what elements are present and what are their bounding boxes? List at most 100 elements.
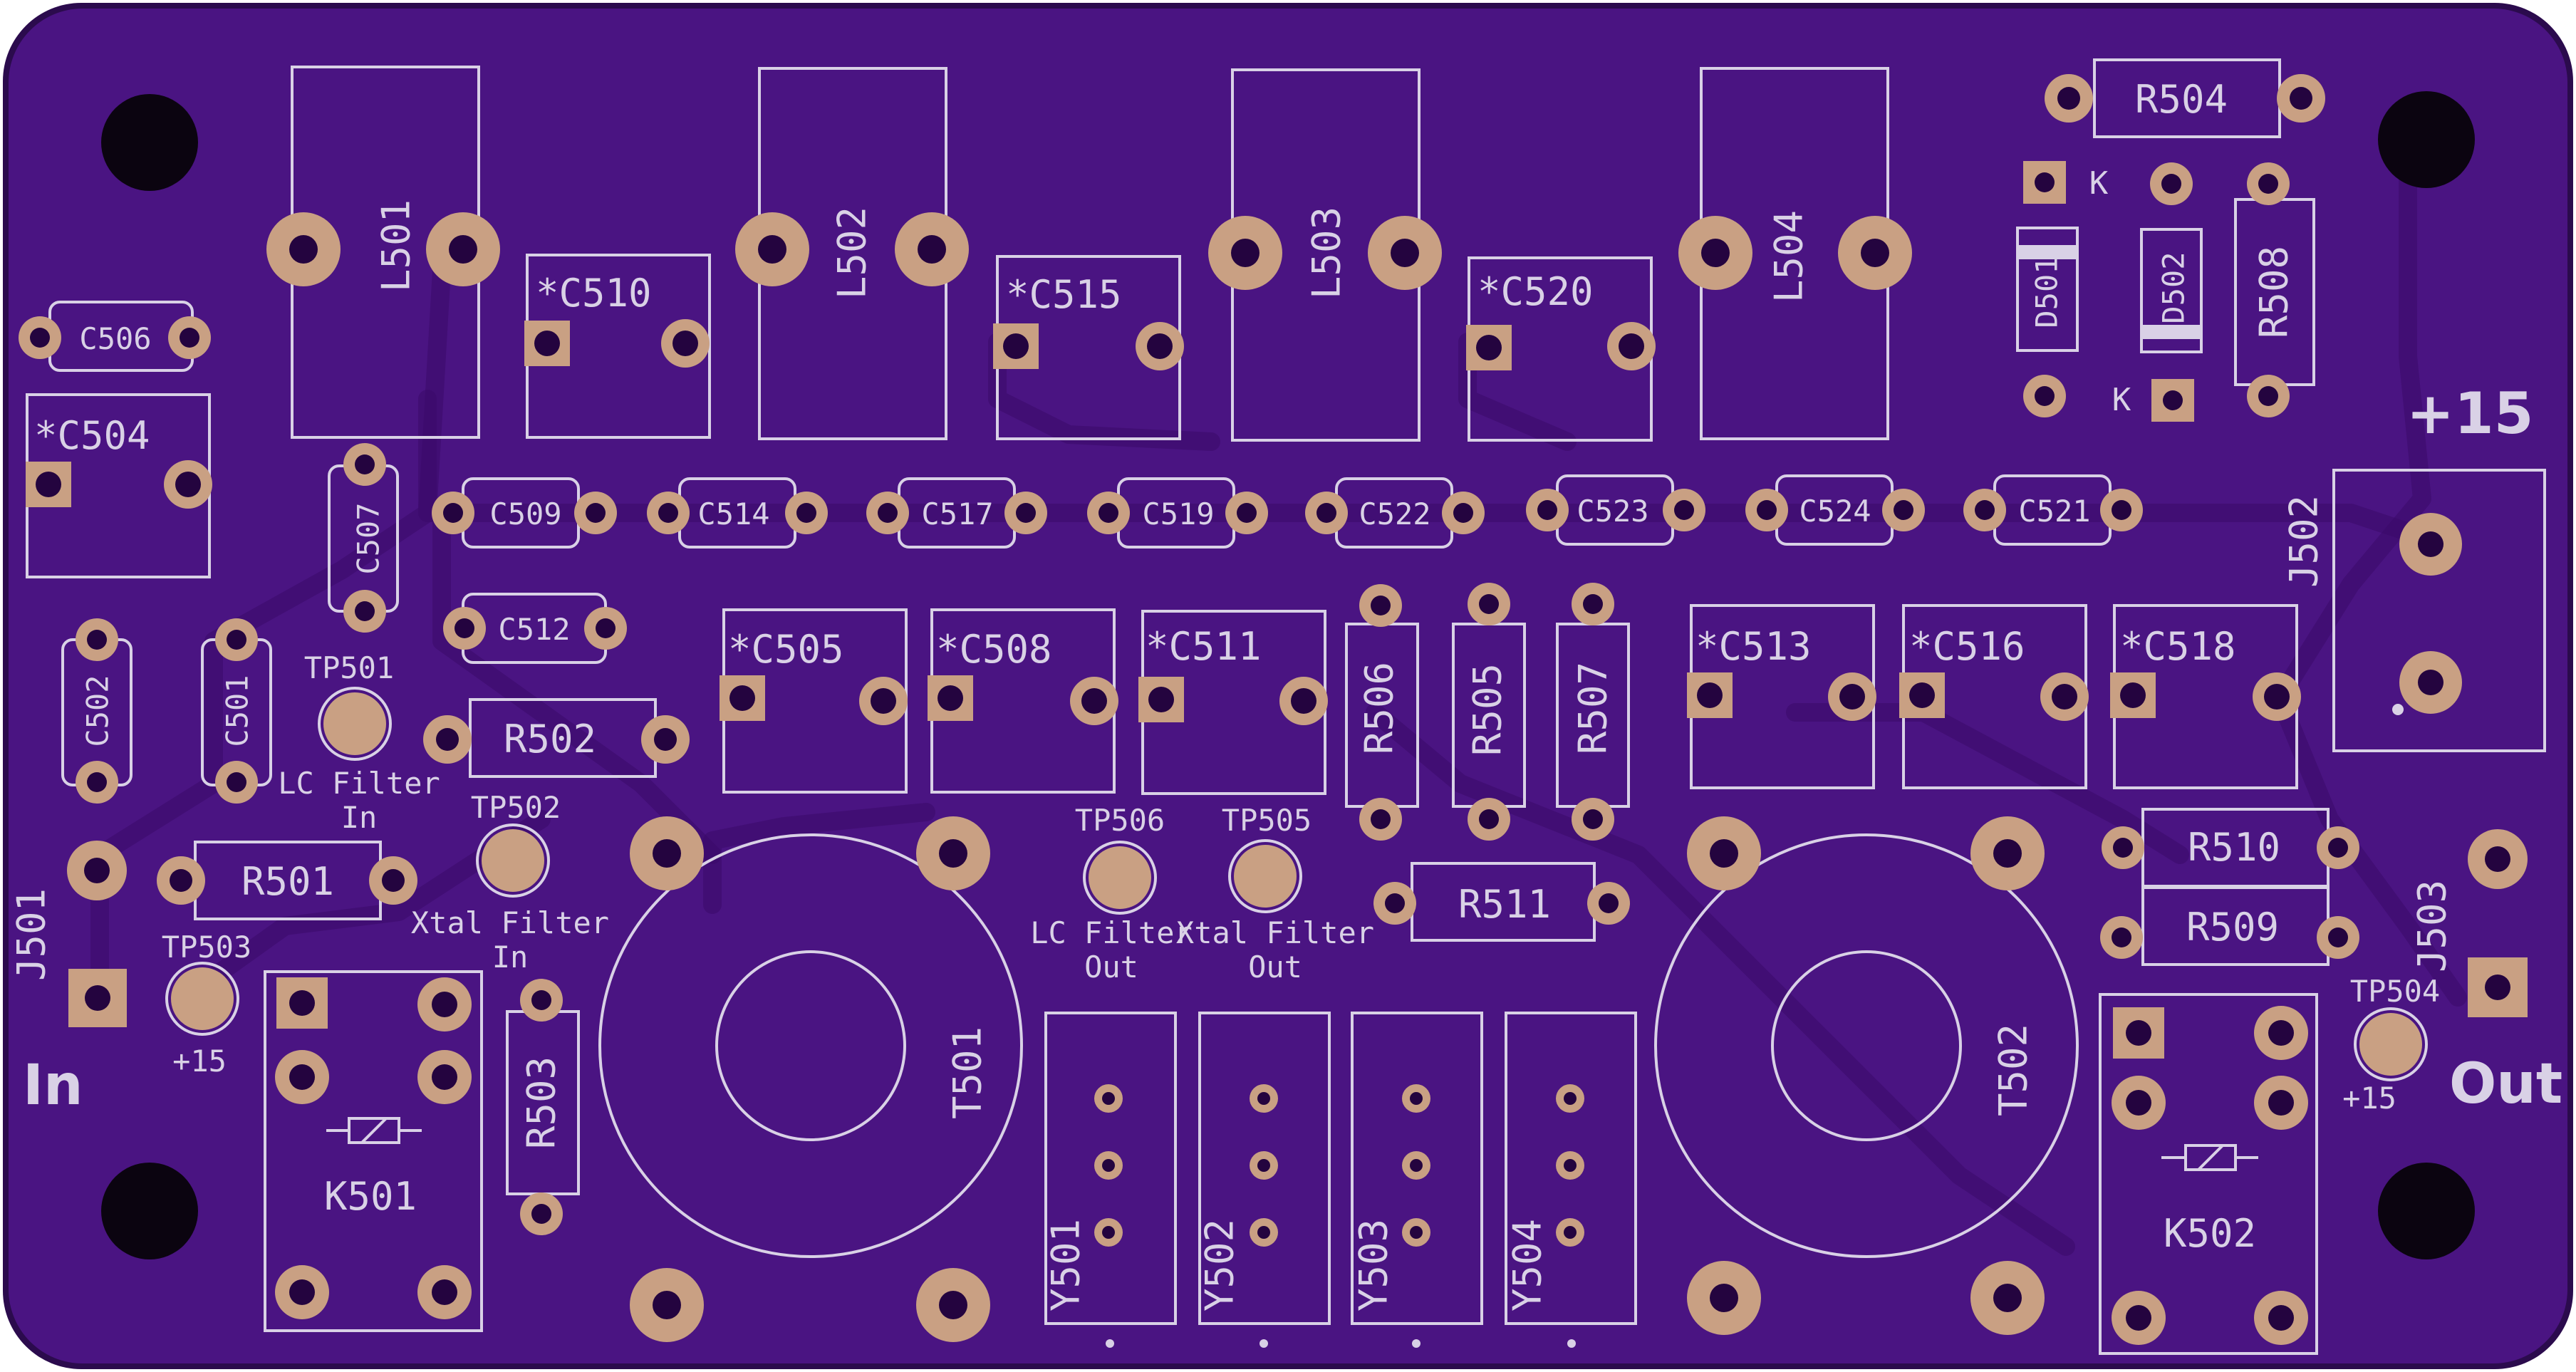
crystal-label: Y503 [1351, 1219, 1396, 1311]
small-cap-label: C519 [1142, 497, 1214, 531]
transformer-t502: T502 [1654, 816, 2079, 1335]
plus15-label: +15 [2406, 380, 2533, 447]
test-point-tp501: TP501 LC Filter In [278, 650, 440, 835]
small-cap-c501: C501 [201, 618, 272, 804]
resistor-r504: R504 [2045, 58, 2325, 138]
trimmer-cap-label: *C511 [1146, 624, 1262, 669]
test-point-ref: TP506 [1075, 803, 1165, 838]
inductor-l503: L503 [1208, 68, 1442, 442]
resistor-r502: R502 [423, 698, 690, 778]
test-point-ref: TP502 [471, 790, 561, 825]
small-cap-label: C506 [79, 321, 151, 356]
test-point-desc: In [492, 940, 529, 975]
small-cap-label: C524 [1799, 494, 1871, 529]
connector-j501: J501 [9, 841, 127, 1027]
test-point-ref: TP501 [304, 650, 394, 685]
connector-label: J501 [9, 888, 54, 981]
test-point-desc: +15 [2342, 1081, 2396, 1116]
inductor-l502: L502 [735, 67, 969, 440]
test-point-ref: TP503 [162, 930, 251, 965]
test-point-desc: Xtal Filter [411, 905, 609, 940]
resistor-r507: R507 [1556, 583, 1630, 841]
resistor-label: R505 [1465, 663, 1510, 756]
test-point-desc: +15 [172, 1044, 227, 1079]
mounting-hole-tl [101, 94, 198, 191]
trimmer-cap-c508: *C508 [928, 608, 1118, 794]
small-cap-c509: C509 [432, 477, 617, 549]
resistor-r511: R511 [1373, 862, 1630, 942]
trimmer-cap-c510: *C510 [524, 254, 711, 439]
crystal-y504: Y504 [1505, 1012, 1637, 1348]
test-point-tp504: TP504 +15 [2342, 974, 2440, 1116]
diode-label: D501 [2030, 256, 2065, 328]
small-cap-c514: C514 [647, 477, 828, 549]
mounting-hole-bl [101, 1163, 198, 1259]
crystal-label: Y501 [1044, 1219, 1089, 1311]
small-cap-c519: C519 [1087, 477, 1268, 549]
relay-label: K501 [324, 1174, 417, 1219]
small-cap-c502: C502 [61, 618, 133, 804]
trimmer-cap-c511: *C511 [1138, 610, 1328, 795]
test-point-desc: Out [1248, 950, 1302, 984]
small-cap-label: C517 [921, 497, 993, 531]
pin1-marker [1412, 1339, 1421, 1348]
resistor-label: R501 [242, 859, 334, 904]
pin1-marker [1567, 1339, 1576, 1348]
small-cap-label: C523 [1577, 494, 1648, 529]
trimmer-cap-c520: *C520 [1466, 256, 1656, 442]
diode-d501: D501 K [2016, 161, 2109, 417]
inductor-label: L503 [1304, 207, 1349, 299]
out-label: Out [2449, 1052, 2562, 1116]
resistor-label: R504 [2135, 77, 2228, 122]
trimmer-cap-label: *C520 [1477, 269, 1594, 314]
diode-cathode-band [2141, 325, 2201, 339]
test-point-tp506: TP506 LC Filter Out [1030, 803, 1193, 984]
test-point-desc: In [341, 800, 378, 835]
relay-label: K502 [2164, 1211, 2256, 1256]
in-label: In [23, 1054, 83, 1118]
pin1-marker [1106, 1339, 1114, 1348]
small-cap-c512: C512 [443, 593, 627, 664]
transformer-label: T502 [1991, 1024, 2036, 1116]
resistor-r501: R501 [157, 841, 417, 920]
small-cap-row: C509 C514 C517 C519 C522 [432, 474, 2143, 549]
inductor-label: L501 [374, 199, 419, 292]
resistor-r503: R503 [506, 979, 580, 1235]
crystal-label: Y502 [1198, 1219, 1242, 1311]
test-point-desc: LC Filter [1030, 915, 1193, 950]
trimmer-cap-c516: *C516 [1899, 604, 2089, 789]
resistor-r509: R509 [2100, 886, 2359, 966]
crystal-label: Y504 [1505, 1219, 1550, 1311]
resistor-label: R502 [504, 717, 596, 762]
resistor-label: R510 [2188, 825, 2280, 870]
small-cap-label: C501 [220, 675, 255, 747]
trimmer-cap-label: *C508 [936, 627, 1052, 672]
small-cap-c524: C524 [1745, 474, 1925, 546]
test-point-tp505: TP505 Xtal Filter Out [1176, 803, 1374, 984]
small-cap-c523: C523 [1526, 474, 1705, 546]
test-point-ref: TP505 [1222, 803, 1312, 838]
small-cap-label: C512 [498, 612, 570, 647]
small-cap-c522: C522 [1305, 477, 1485, 549]
pin1-marker [1260, 1339, 1268, 1348]
trimmer-cap-c513: *C513 [1687, 604, 1876, 789]
small-cap-c506: C506 [19, 301, 211, 372]
resistor-r506: R506 [1345, 584, 1419, 841]
relay-k502: K502 [2099, 993, 2318, 1355]
small-cap-label: C522 [1359, 497, 1430, 531]
crystal-y502: Y502 [1198, 1012, 1331, 1348]
trimmer-cap-label: *C505 [728, 627, 844, 672]
small-cap-label: C507 [351, 502, 386, 574]
trimmer-cap-label: *C518 [2120, 624, 2236, 669]
small-cap-label: C514 [697, 497, 769, 531]
connector-label: J503 [2410, 880, 2455, 972]
mounting-hole-tr [2378, 91, 2475, 188]
connector-label: J502 [2282, 495, 2327, 588]
mounting-hole-br [2378, 1163, 2475, 1259]
test-point-tp502: TP502 Xtal Filter In [411, 790, 609, 975]
connector-j503: J503 [2410, 829, 2528, 1017]
relay-coil-symbol [326, 1117, 422, 1144]
small-cap-label: C502 [80, 675, 115, 747]
trimmer-cap-c518: *C518 [2110, 604, 2301, 789]
